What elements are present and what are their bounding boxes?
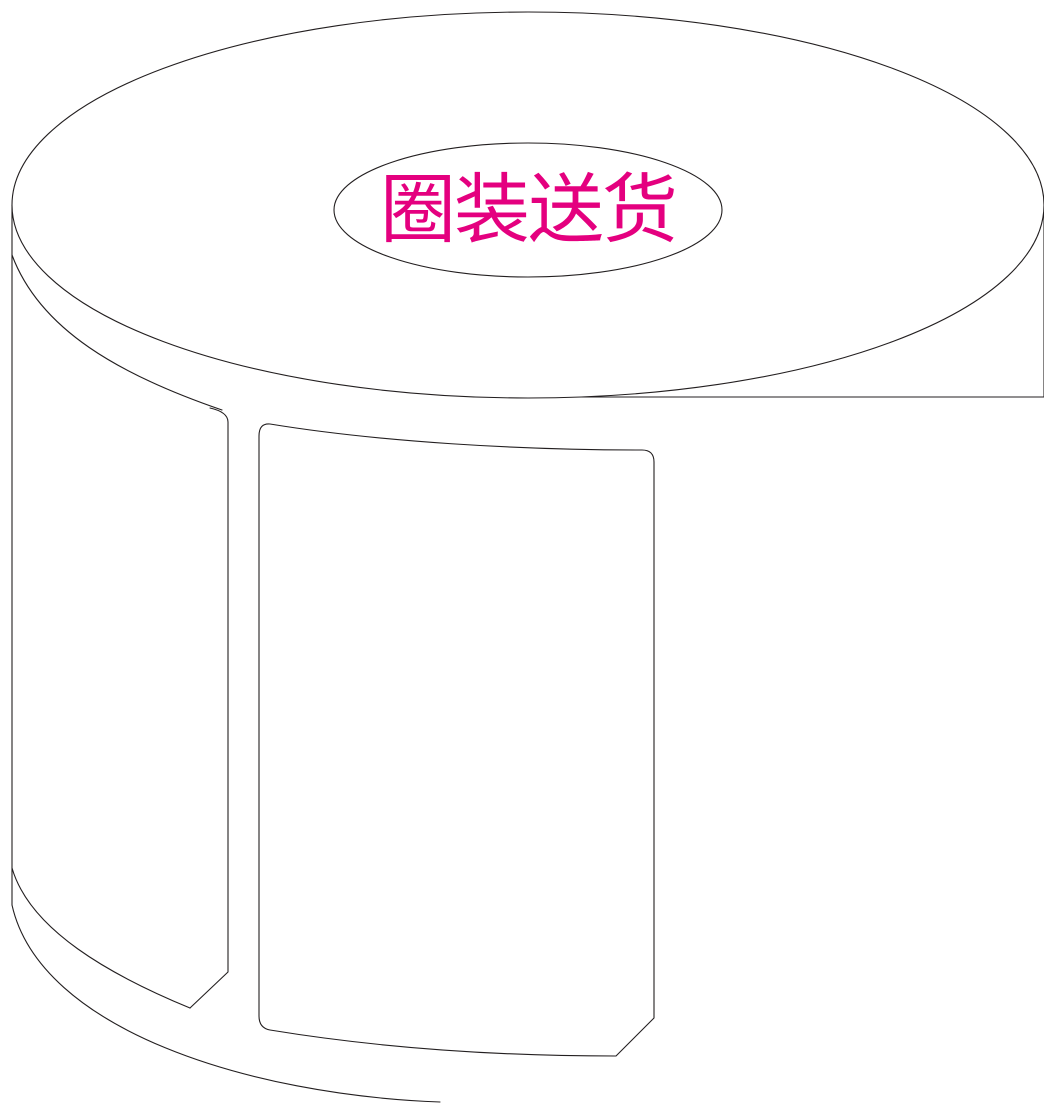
roll-bottom-inner-curve (11, 867, 191, 1009)
core-label-text: 圈装送货 (380, 165, 678, 254)
roll-top-band-curve (11, 254, 223, 411)
roll-top-face (11, 11, 1044, 399)
left-partial-label (189, 407, 229, 1009)
roll-bottom-outer-curve (11, 904, 441, 1103)
main-label (258, 423, 655, 1057)
paper-core (333, 142, 723, 278)
